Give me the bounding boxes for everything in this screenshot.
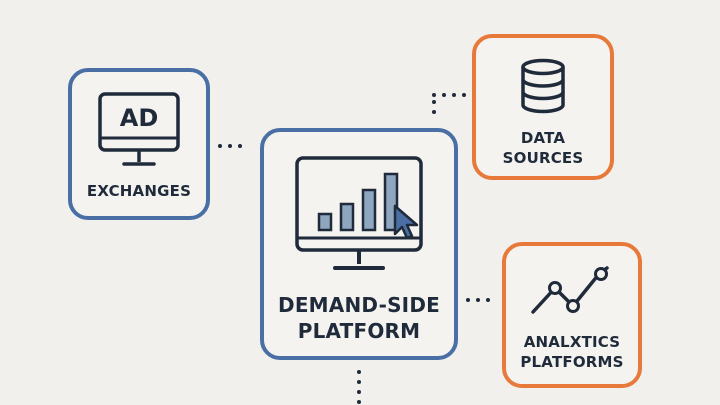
connector-dsp-data	[432, 93, 466, 114]
connector-dsp-down	[357, 370, 361, 404]
dsp-label: DEMAND-SIDE PLATFORM	[278, 292, 440, 344]
analytics-label-line1: ANALXTICS	[523, 333, 621, 351]
ad-exchanges-node: AD EXCHANGES	[68, 68, 210, 220]
connector-dsp-analytics	[466, 298, 490, 302]
data-sources-label-line1: DATA	[520, 129, 566, 147]
bar-3	[361, 188, 377, 232]
data-sources-label: DATA SOURCES	[503, 128, 584, 169]
database-icon	[521, 58, 565, 114]
bar-2	[339, 202, 355, 232]
dsp-node: DEMAND-SIDE PLATFORM	[260, 128, 458, 360]
monitor-icon-text: AD	[120, 104, 159, 132]
bar-1	[317, 212, 333, 232]
connector-ad-dsp	[218, 144, 242, 148]
cursor-icon	[393, 204, 419, 240]
ad-exchanges-label: EXCHANGES	[86, 182, 192, 200]
monitor-icon: AD	[98, 92, 180, 166]
analytics-label: ANALXTICS PLATFORMS	[520, 332, 623, 373]
dsp-label-line1: DEMAND-SIDE	[278, 293, 440, 317]
line-chart-icon	[531, 266, 609, 314]
bar-chart-monitor-icon	[295, 156, 423, 270]
analytics-platforms-node: ANALXTICS PLATFORMS	[502, 242, 642, 388]
dsp-label-line2: PLATFORM	[297, 319, 421, 343]
analytics-label-line2: PLATFORMS	[520, 353, 624, 372]
data-sources-node: DATA SOURCES	[472, 34, 614, 180]
data-sources-label-line2: SOURCES	[502, 149, 584, 168]
